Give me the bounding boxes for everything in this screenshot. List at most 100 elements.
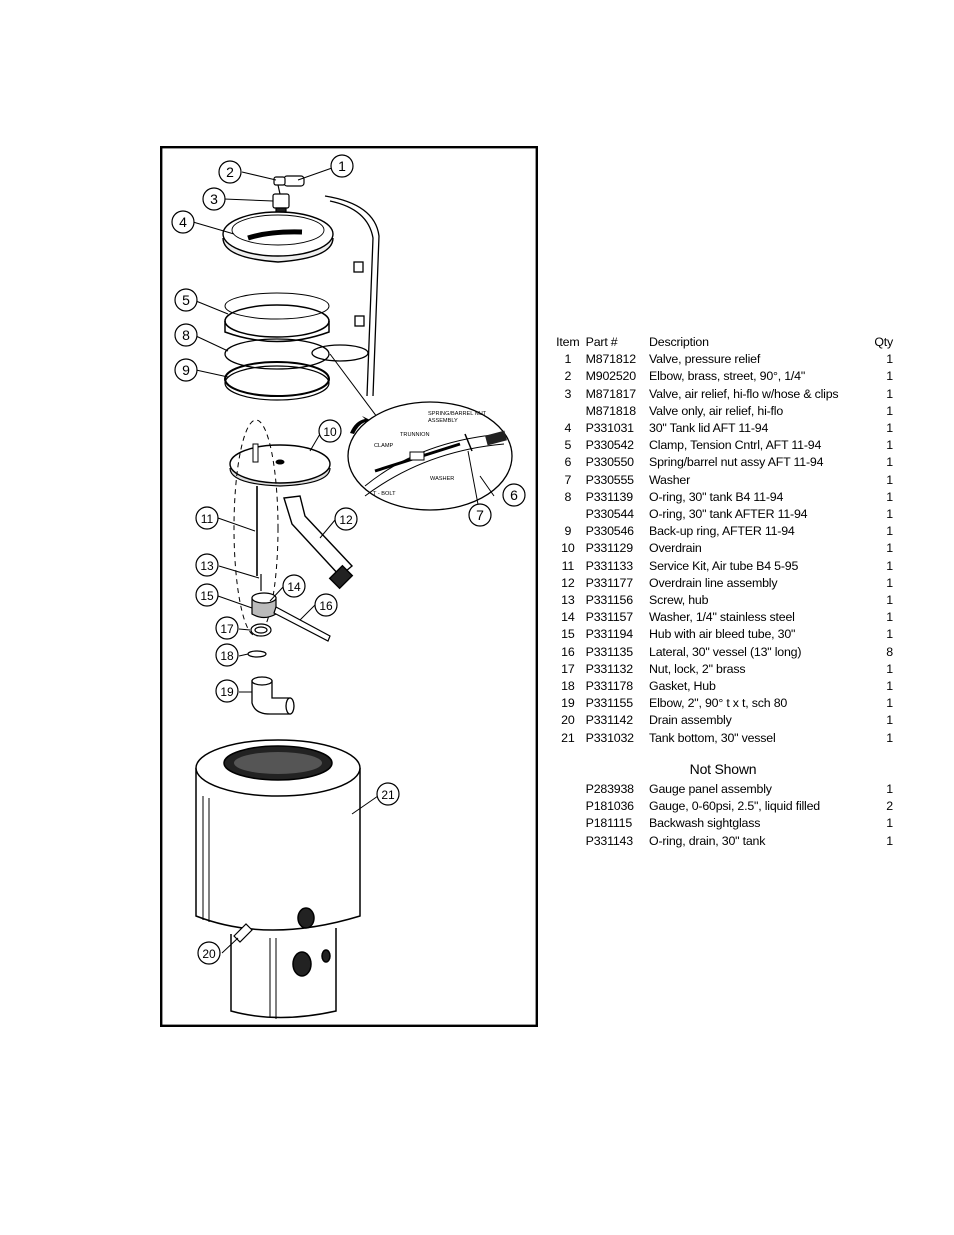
qty-cell: 1 (886, 679, 893, 694)
qty-cell: 1 (886, 593, 893, 608)
clamp-detail-inset: SPRING/BARREL NUT ASSEMBLY TRUNNION CLAM… (347, 401, 513, 511)
part-number-cell: P181115 (585, 816, 633, 831)
hub-gasket-part (247, 650, 267, 658)
drain-elbow-part (251, 676, 295, 715)
callout-12: 12 (334, 507, 358, 531)
description-cell: Backwash sightglass (649, 816, 761, 831)
item-cell: 15 (561, 627, 575, 642)
description-cell: Screw, hub (649, 593, 709, 608)
description-cell: Valve only, air relief, hi-flo (649, 403, 784, 418)
description-cell: 30" Tank lid AFT 11-94 (649, 421, 769, 436)
description-cell: Clamp, Tension Cntrl, AFT 11-94 (649, 438, 822, 453)
table-header-row: Item Part # Description Qty (553, 334, 893, 351)
svg-text:7: 7 (476, 507, 484, 523)
description-cell: Overdrain (649, 541, 702, 556)
part-number-cell: P331178 (585, 679, 633, 694)
svg-text:8: 8 (182, 327, 190, 343)
hub-part (251, 574, 331, 642)
o-ring-part (224, 338, 369, 370)
description-cell: O-ring, 30" tank B4 11-94 (649, 489, 784, 504)
part-number-cell: P331031 (585, 421, 634, 436)
callout-21: 21 (376, 782, 400, 806)
qty-cell: 1 (886, 833, 893, 848)
qty-cell: 2 (886, 799, 893, 814)
item-cell: 6 (564, 455, 572, 470)
callout-11: 11 (195, 506, 219, 530)
item-cell (553, 815, 583, 832)
item-cell: 13 (561, 593, 575, 608)
tension-clamp-part (224, 292, 330, 343)
item-cell: 17 (561, 661, 575, 676)
svg-text:5: 5 (182, 292, 190, 308)
description-cell: Nut, lock, 2" brass (649, 661, 746, 676)
callout-10: 10 (318, 419, 342, 443)
qty-cell: 8 (886, 644, 893, 659)
part-number-cell: P330550 (585, 455, 634, 470)
table-row: P181115 Backwash sightglass 1 (553, 815, 894, 832)
item-cell: 18 (561, 679, 575, 694)
description-cell: Elbow, brass, street, 90°, 1/4" (649, 369, 806, 384)
description-cell: O-ring, 30" tank AFTER 11-94 (649, 507, 808, 522)
item-cell: 19 (561, 696, 575, 711)
description-cell: Spring/barrel nut assy AFT 11-94 (649, 455, 824, 470)
not-shown-heading: Not Shown (689, 760, 757, 777)
part-number-cell: P331143 (585, 833, 633, 848)
description-cell: Gasket, Hub (649, 679, 716, 694)
assembly-label: ASSEMBLY (428, 418, 458, 424)
qty-cell: 1 (886, 455, 893, 470)
part-number-cell: P331177 (585, 575, 633, 590)
callout-8: 8 (174, 323, 198, 347)
svg-text:15: 15 (200, 589, 214, 603)
qty-cell: 1 (886, 696, 893, 711)
lock-nut-part (250, 623, 272, 637)
description-cell: Valve, air relief, hi-flo w/hose & clips (649, 386, 839, 401)
description-cell: Service Kit, Air tube B4 5-95 (649, 558, 799, 573)
qty-cell: 1 (886, 816, 893, 831)
item-cell: 8 (564, 489, 572, 504)
svg-text:14: 14 (287, 580, 301, 594)
svg-text:12: 12 (339, 513, 353, 527)
part-number-cell: M902520 (585, 369, 636, 384)
part-number-cell: P331142 (585, 713, 633, 728)
pressure-relief-valve-part (273, 175, 305, 195)
svg-text:17: 17 (220, 622, 234, 636)
description-cell: Valve, pressure relief (649, 352, 761, 367)
item-cell: 14 (561, 610, 575, 625)
callout-19: 19 (215, 679, 239, 703)
qty-cell: 1 (886, 507, 893, 522)
item-cell (553, 506, 583, 523)
qty-cell: 1 (886, 403, 893, 418)
qty-cell: 1 (886, 730, 893, 745)
item-cell: 1 (564, 352, 572, 367)
header-description: Description (649, 335, 709, 349)
svg-text:10: 10 (323, 425, 337, 439)
description-cell: Tank bottom, 30" vessel (649, 730, 776, 745)
table-row: 18 P331178 Gasket, Hub 1 (553, 678, 893, 695)
part-number-cell: P330544 (585, 507, 634, 522)
item-cell: 10 (561, 541, 575, 556)
callout-4: 4 (171, 210, 195, 234)
item-cell: 21 (561, 730, 575, 745)
clamp-label: CLAMP (374, 443, 394, 449)
overdrain-line-part (283, 495, 354, 590)
part-number-cell: P331157 (585, 610, 633, 625)
part-number-cell: P331129 (585, 541, 633, 556)
part-number-cell: P181036 (585, 799, 634, 814)
part-number-cell: P330542 (585, 438, 634, 453)
qty-cell: 1 (886, 352, 893, 367)
item-cell: 11 (561, 558, 575, 573)
item-cell (553, 781, 583, 798)
qty-cell: 1 (886, 782, 893, 797)
callout-bubbles: 1 2 3 4 5 6 7 8 9 10 11 12 13 14 15 16 1… (171, 154, 526, 965)
backup-ring-part (224, 361, 330, 401)
qty-cell: 1 (886, 610, 893, 625)
